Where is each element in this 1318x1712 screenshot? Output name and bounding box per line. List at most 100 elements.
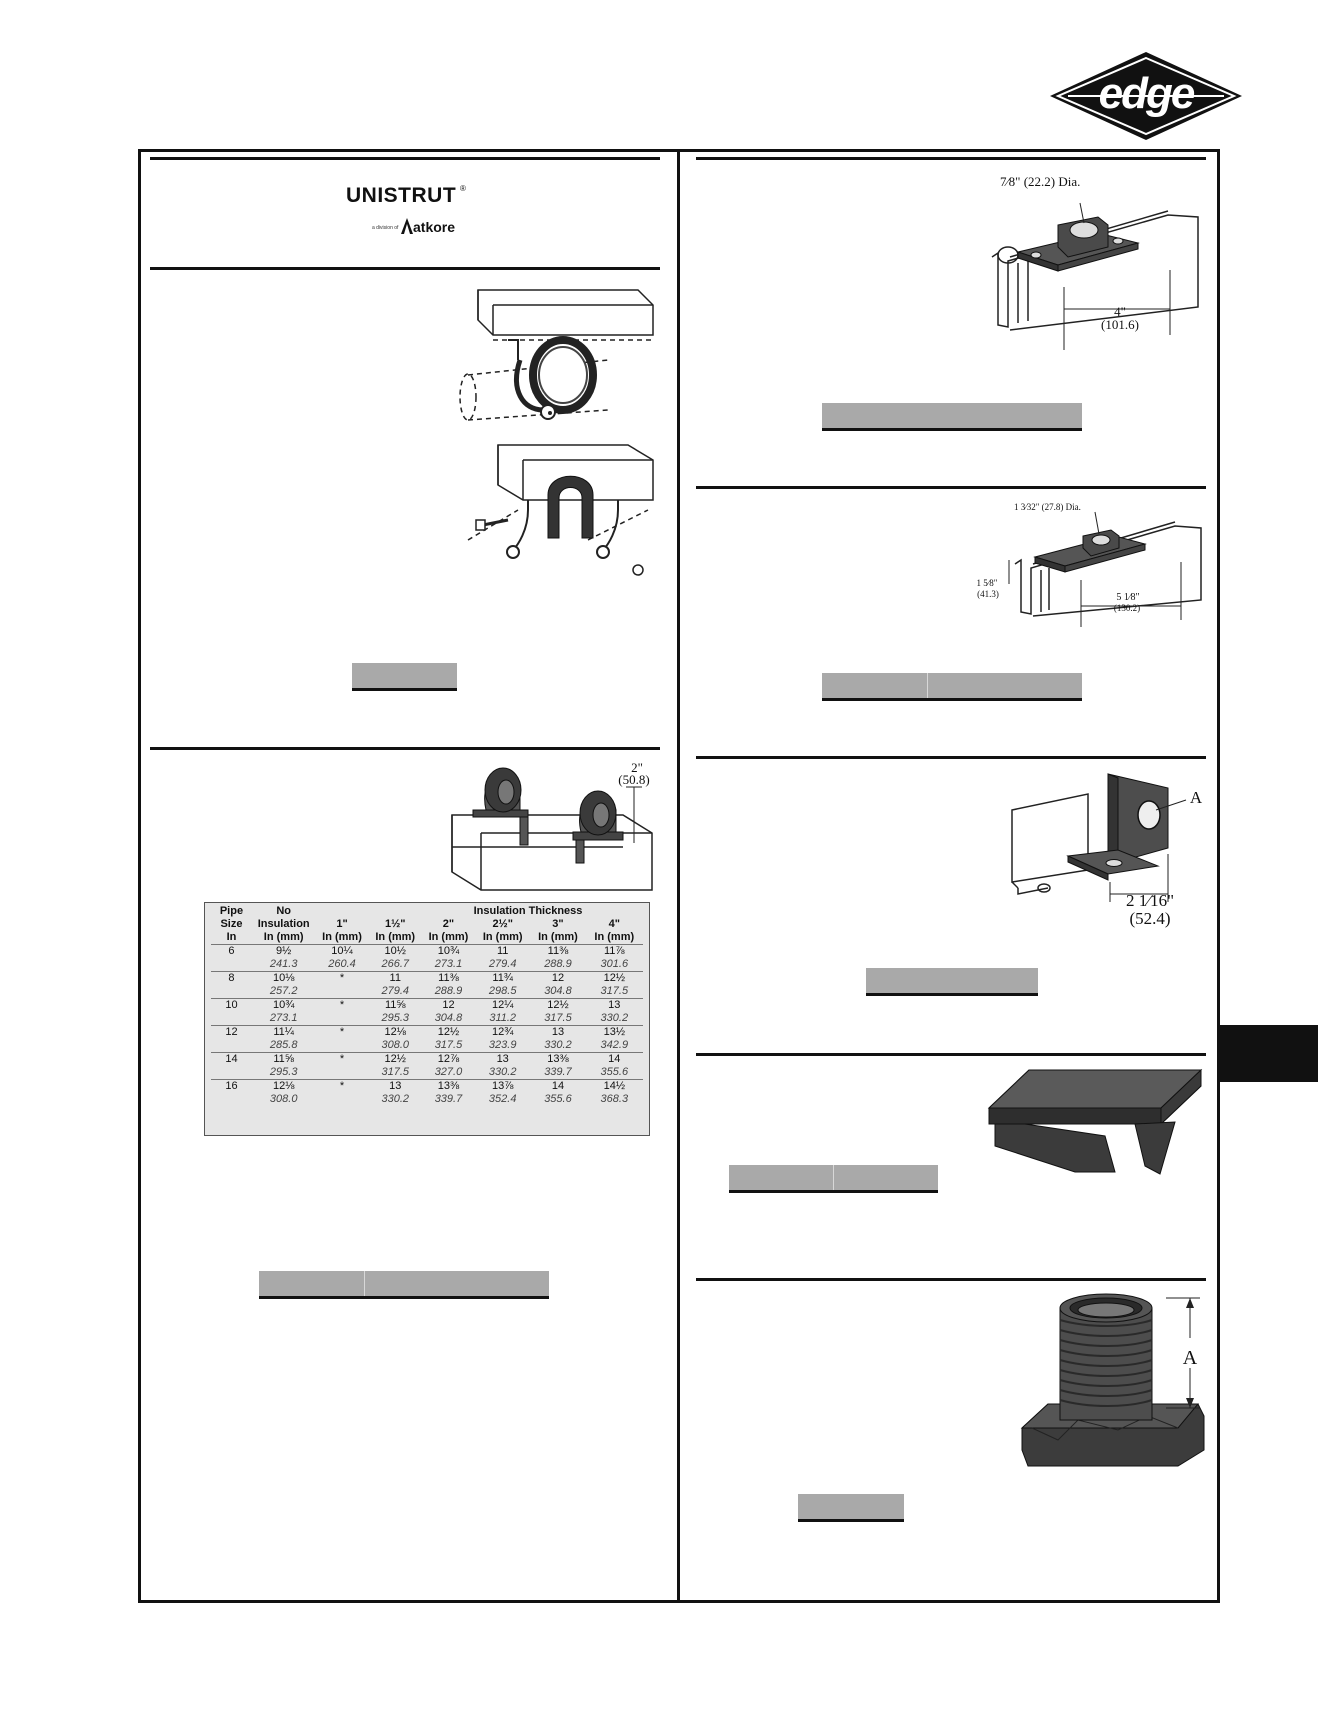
header-cell: In (mm) xyxy=(375,931,416,943)
header-cell: In (mm) xyxy=(428,931,469,943)
value-cell: * xyxy=(339,1080,345,1092)
pipe-clamp-illustration xyxy=(458,280,658,580)
bracket-length-mm: (52.4) xyxy=(1129,909,1171,928)
mm-cell xyxy=(315,1093,368,1106)
value-cell: 11⅞ xyxy=(604,945,625,957)
table-row: 12 11¼ * 12⅛ 12½ 12¾ 13 13½ xyxy=(211,1026,643,1040)
column-divider xyxy=(677,149,680,1603)
unistrut-trademark: ® xyxy=(460,184,466,193)
mm-cell: 317.5 xyxy=(585,985,643,999)
top-right-dia-label: 7⁄8" (22.2) Dia. xyxy=(1000,174,1081,189)
mm-cell: 288.9 xyxy=(530,958,586,972)
header-cell: 1½" xyxy=(384,918,406,930)
mm-cell: 279.4 xyxy=(475,958,531,972)
header-cell xyxy=(530,905,585,918)
right-rule-5 xyxy=(696,1278,1206,1281)
table-header-row-1: Pipe No xyxy=(211,905,643,918)
value-cell: * xyxy=(339,1053,345,1065)
mm-cell: 330.2 xyxy=(585,1012,643,1026)
value-cell: 11 xyxy=(496,945,509,957)
part-number-bar-4 xyxy=(822,673,1082,701)
header-cell: In (mm) xyxy=(538,931,578,943)
pipe-size-table-box: Insulation Thickness Pipe No Size Insula… xyxy=(204,902,650,1136)
table-row: 10 10¾ * 11⅝ 12 12¼ 12½ 13 xyxy=(211,999,643,1013)
value-cell: 10¾ xyxy=(272,999,295,1011)
table-row: 16 12⅛ * 13 13⅜ 13⅞ 14 14½ xyxy=(211,1080,643,1094)
mm-cell: 330.2 xyxy=(475,1066,531,1080)
left-rule-3 xyxy=(150,747,660,750)
pipe-size-table: Pipe No Size Insulation 1" 1½" 2" 2½" 3"… xyxy=(211,905,643,1106)
header-cell: 2½" xyxy=(492,918,513,930)
mm-cell: 273.1 xyxy=(251,1012,316,1026)
mm-cell: 317.5 xyxy=(421,1039,476,1053)
mm-cell: 295.3 xyxy=(368,1012,422,1026)
value-cell: 12½ xyxy=(384,1053,406,1065)
header-cell: 1" xyxy=(336,918,348,930)
right-rule-2 xyxy=(696,486,1206,489)
angle-bracket-illustration xyxy=(1008,770,1188,920)
header-cell xyxy=(315,905,368,918)
atkore-logo: atkore xyxy=(413,219,456,235)
value-cell: 14 xyxy=(551,1080,565,1092)
mm-cell: 311.2 xyxy=(475,1012,531,1026)
mm-cell: 330.2 xyxy=(530,1039,586,1053)
right-top-rule xyxy=(696,157,1206,160)
value-cell: 12 xyxy=(442,999,455,1011)
right-rule-3 xyxy=(696,756,1206,759)
table-header-row-2: Size Insulation 1" 1½" 2" 2½" 3" 4" xyxy=(211,918,643,931)
value-cell: 12¾ xyxy=(491,1026,514,1038)
part-number-bar-6 xyxy=(729,1165,938,1193)
value-cell: 12¼ xyxy=(491,999,514,1011)
mm-cell: 295.3 xyxy=(251,1066,316,1080)
part-number-bar-7 xyxy=(798,1494,904,1522)
top-right-length-mm: (101.6) xyxy=(1101,317,1139,332)
section-tab xyxy=(1220,1025,1318,1082)
mm-cell: 257.2 xyxy=(251,985,316,999)
pipe-size-cell: 6 xyxy=(228,945,235,957)
pipe-size-cell: 16 xyxy=(225,1080,238,1092)
header-cell: In (mm) xyxy=(322,931,362,943)
value-cell: 13⅜ xyxy=(547,1053,569,1065)
mm-cell: 317.5 xyxy=(368,1066,422,1080)
mm-cell: 342.9 xyxy=(585,1039,643,1053)
header-cell: Pipe xyxy=(219,905,244,917)
value-cell: 12½ xyxy=(547,999,569,1011)
value-cell: 14½ xyxy=(603,1080,625,1092)
mm-cell: 279.4 xyxy=(368,985,422,999)
atkore-tagline: a division of xyxy=(372,225,399,231)
mid-right-height-mm: (41.3) xyxy=(977,589,999,599)
mm-cell: 339.7 xyxy=(530,1066,586,1080)
mm-cell xyxy=(315,1012,369,1026)
mm-cell: 323.9 xyxy=(475,1039,531,1053)
insulation-group-header: Insulation Thickness xyxy=(473,905,583,917)
value-cell: 13 xyxy=(551,1026,565,1038)
threaded-base-illustration xyxy=(1018,1290,1208,1470)
header-cell: 3" xyxy=(552,918,564,930)
mm-cell: 273.1 xyxy=(421,958,476,972)
value-cell: 11⅜ xyxy=(547,945,569,957)
value-cell: 13½ xyxy=(603,1026,625,1038)
mm-cell: 266.7 xyxy=(368,958,422,972)
value-cell: * xyxy=(339,1026,345,1038)
mm-cell: 317.5 xyxy=(530,1012,586,1026)
header-cell: In xyxy=(226,931,237,943)
mm-cell: 241.3 xyxy=(251,958,316,972)
value-cell: 13 xyxy=(496,1053,509,1065)
left-rule-2 xyxy=(150,267,660,270)
value-cell: 11⅝ xyxy=(273,1053,294,1065)
value-cell: 10¼ xyxy=(331,945,353,957)
value-cell: 13⅜ xyxy=(437,1080,460,1092)
part-number-bar-1 xyxy=(352,663,457,691)
value-cell: 10⅛ xyxy=(272,972,295,984)
header-cell: No xyxy=(276,905,291,917)
pipe-size-cell: 10 xyxy=(225,999,238,1011)
part-number-bar-5 xyxy=(866,968,1038,996)
header-cell xyxy=(586,905,643,918)
roller-height-in: 2" xyxy=(631,760,643,775)
value-cell: 11¼ xyxy=(273,1026,294,1038)
value-cell: 12½ xyxy=(603,972,625,984)
channel-end-cap-illustration xyxy=(985,1066,1207,1178)
edge-logo-text: edge xyxy=(1098,69,1196,118)
value-cell: 10½ xyxy=(384,945,406,957)
header-cell: Insulation xyxy=(257,918,310,930)
